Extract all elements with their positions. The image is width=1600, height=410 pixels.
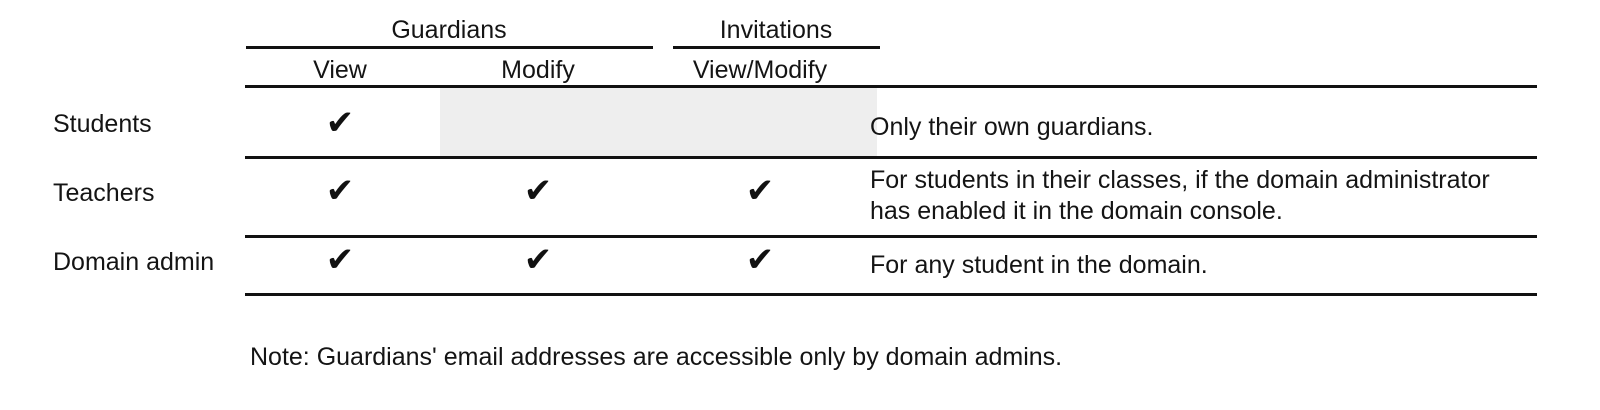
row-rule-after-teachers (245, 235, 1537, 238)
row-rule-after-students (245, 156, 1537, 159)
footnote-text: Note: Guardians' email addresses are acc… (250, 343, 1063, 371)
check-icon-domain-admin-invitations-view-modify: ✔ (745, 240, 775, 280)
row-description-students: Only their own guardians. (870, 113, 1154, 141)
group-rule-guardians (246, 46, 653, 49)
row-header-domain-admin: Domain admin (53, 248, 215, 276)
check-icon-teachers-guardians-modify: ✔ (523, 171, 553, 211)
check-icon-teachers-invitations-view-modify: ✔ (745, 171, 775, 211)
column-group-label-invitations: Invitations (719, 16, 833, 44)
shaded-cell-students-modify (440, 88, 877, 156)
check-icon-domain-admin-guardians-modify: ✔ (523, 240, 553, 280)
row-description-domain-admin: For any student in the domain. (870, 251, 1208, 279)
table-bottom-rule (245, 293, 1537, 296)
header-bottom-rule (245, 85, 1537, 88)
column-header-invitations-view-modify: View/Modify (692, 56, 828, 84)
check-icon-teachers-guardians-view: ✔ (325, 171, 355, 211)
check-icon-students-guardians-view: ✔ (325, 103, 355, 143)
check-icon-domain-admin-guardians-view: ✔ (325, 240, 355, 280)
row-description-teachers: For students in their classes, if the do… (870, 166, 1490, 225)
column-header-guardians-view: View (313, 56, 367, 84)
row-header-students: Students (53, 110, 152, 138)
column-header-guardians-modify: Modify (501, 56, 575, 84)
column-group-label-guardians: Guardians (391, 16, 507, 44)
row-header-teachers: Teachers (53, 179, 155, 207)
group-rule-invitations (673, 46, 880, 49)
